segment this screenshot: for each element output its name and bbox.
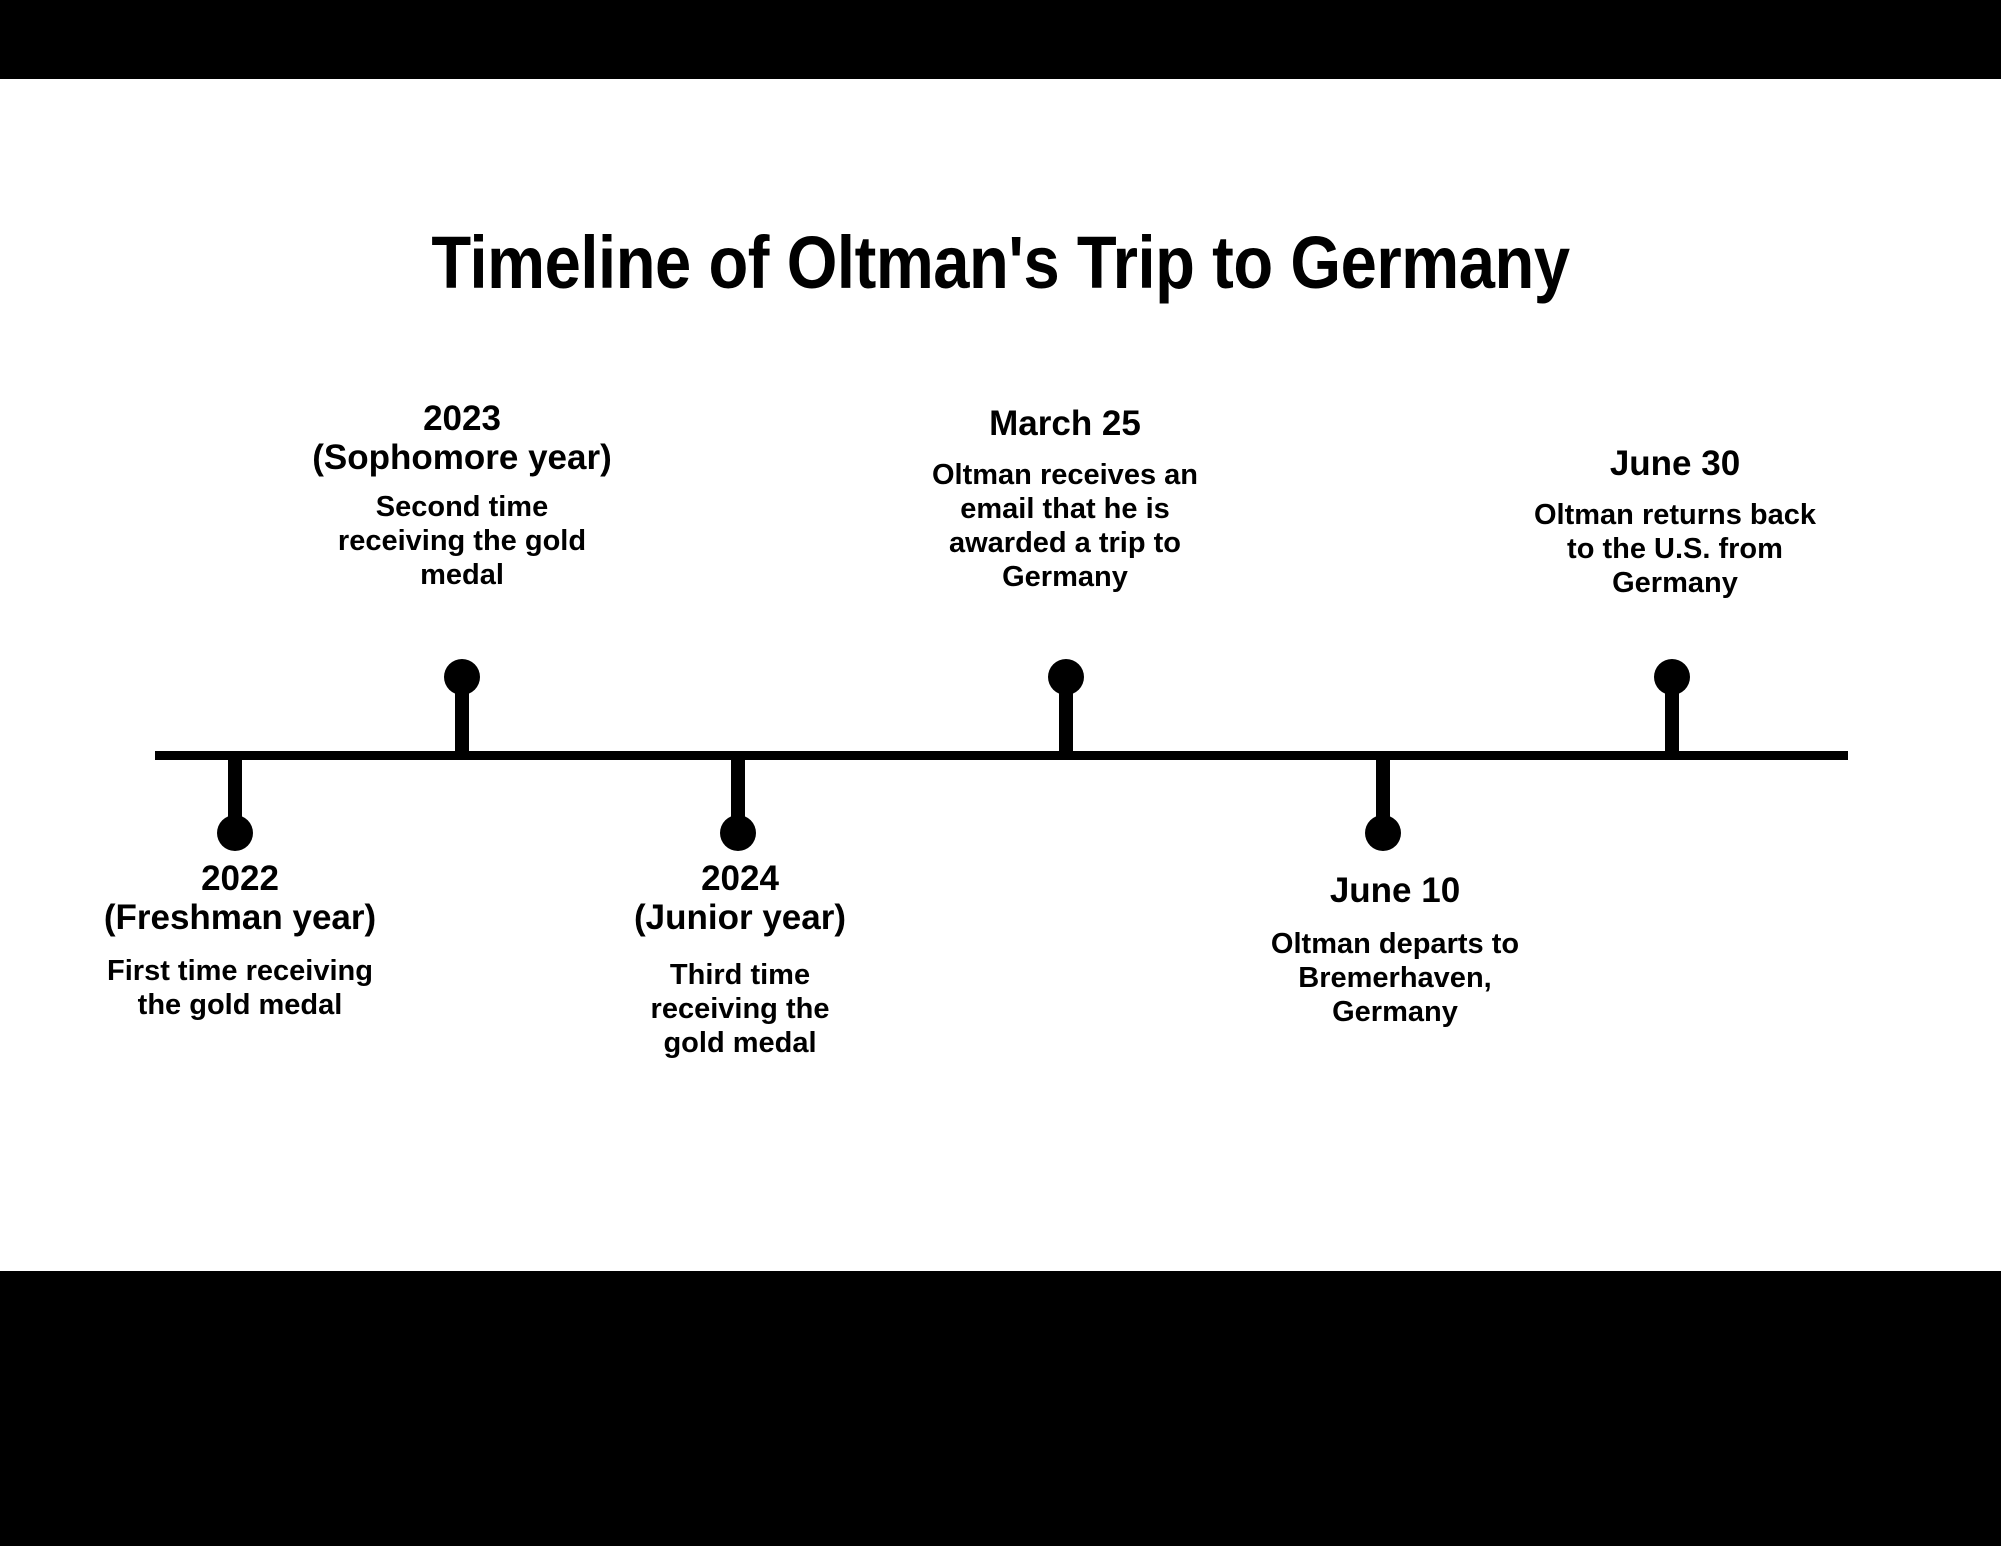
event-date-label: June 30 xyxy=(1609,444,1741,483)
timeline-event-june-30: June 30 Oltman returns back to the U.S. … xyxy=(1440,444,1910,601)
event-description: Oltman departs to Bremerhaven, Germany xyxy=(1270,928,1520,1029)
timeline-event-june-10: June 10 Oltman departs to Bremerhaven, G… xyxy=(1160,871,1630,1030)
event-date-label: 2022 (Freshman year) xyxy=(103,859,377,938)
marker-stem-icon xyxy=(228,755,242,827)
event-description: Oltman receives an email that he is awar… xyxy=(932,459,1198,593)
marker-dot-icon xyxy=(720,815,756,851)
event-description: Third time receiving the gold medal xyxy=(650,959,830,1060)
event-date-label: 2024 (Junior year) xyxy=(634,859,846,938)
slide-content: Timeline of Oltman's Trip to Germany xyxy=(0,79,2001,1271)
marker-stem-icon xyxy=(1665,683,1679,755)
event-description: Oltman returns back to the U.S. from Ger… xyxy=(1533,499,1817,600)
marker-stem-icon xyxy=(455,683,469,755)
event-description: Second time receiving the gold medal xyxy=(337,491,587,592)
marker-stem-icon xyxy=(1376,755,1390,827)
top-letterbox-band xyxy=(0,0,2001,79)
marker-dot-icon xyxy=(444,659,480,695)
event-date-label: June 10 xyxy=(1329,871,1461,910)
marker-dot-icon xyxy=(1048,659,1084,695)
event-description: First time receiving the gold medal xyxy=(107,955,373,1022)
bottom-letterbox-band xyxy=(0,1271,2001,1546)
marker-dot-icon xyxy=(217,815,253,851)
marker-stem-icon xyxy=(1059,683,1073,755)
timeline-event-2022: 2022 (Freshman year) First time receivin… xyxy=(5,859,475,1023)
event-date-label: 2023 (Sophomore year) xyxy=(312,399,612,478)
marker-dot-icon xyxy=(1654,659,1690,695)
marker-dot-icon xyxy=(1365,815,1401,851)
timeline-event-2024: 2024 (Junior year) Third time receiving … xyxy=(500,859,980,1061)
timeline-axis xyxy=(155,751,1848,760)
event-date-label: March 25 xyxy=(989,404,1141,443)
marker-stem-icon xyxy=(731,755,745,827)
timeline-event-march-25: March 25 Oltman receives an email that h… xyxy=(830,404,1300,595)
timeline-event-2023: 2023 (Sophomore year) Second time receiv… xyxy=(222,399,702,593)
page-title: Timeline of Oltman's Trip to Germany xyxy=(431,221,1570,304)
